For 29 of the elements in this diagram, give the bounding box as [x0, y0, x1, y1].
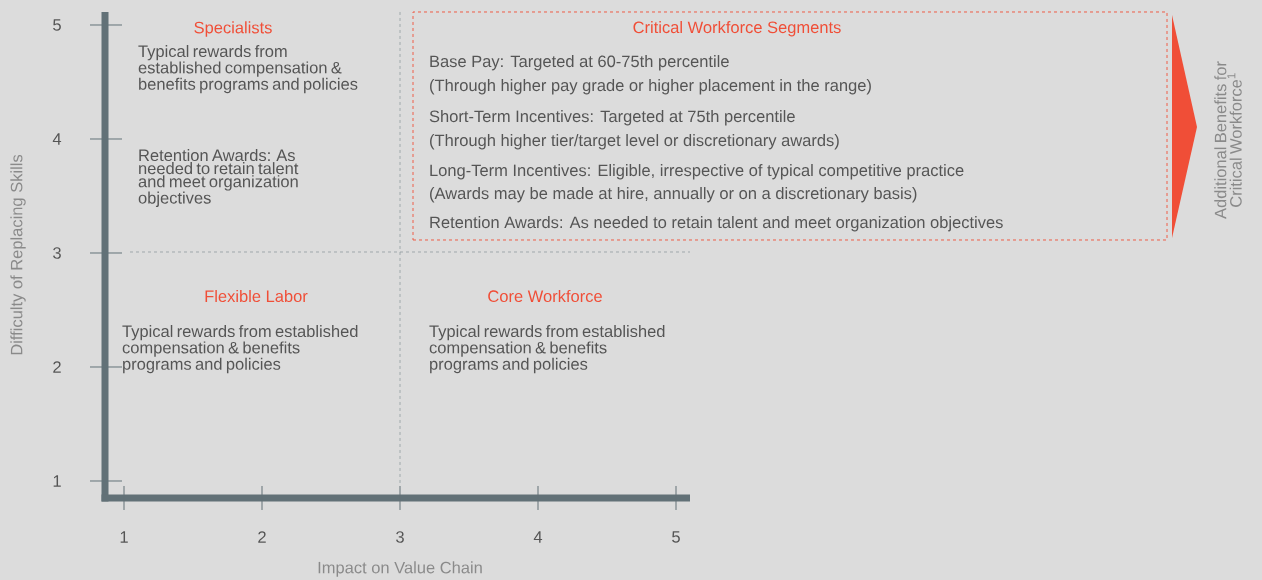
benefit-note: Additional Benefits for Critical Workforce$^{1}$ [1214, 61, 1242, 219]
tick-label: 5 [672, 531, 680, 543]
quadrant-text: Typical rewards from established compensation & benefits programs and policies [122, 325, 358, 374]
benefit-line: (Awards may be made at hire, annually or on a discretionary basis) [430, 187, 917, 203]
quadrant-heading: Core Workforce [488, 289, 602, 303]
benefit-line: Base Pay: Targeted at 60-75th percentile [430, 55, 729, 71]
benefit-line: Long-Term Incentives: Eligible, irrespective of typical competitive practice [430, 164, 964, 180]
tick-label: 5 [53, 19, 61, 31]
tick-label: 4 [52, 133, 62, 145]
quadrant-text: Typical rewards from established compensation & benefits programs and policies [138, 45, 358, 94]
benefit-line: (Through higher pay grade or higher placement in the range) [430, 79, 871, 95]
tick-label: 1 [120, 531, 128, 543]
tick-label: 2 [53, 361, 61, 373]
segment-heading: Critical Workforce Segments [633, 21, 841, 37]
quadrant-text: Retention Awards: As needed to retain talent and meet organization objectives [138, 149, 299, 207]
tick-label: 4 [533, 531, 543, 543]
dashed-box [412, 11, 1168, 241]
benefit-line: Short-Term Incentives: Targeted at 75th percentile [429, 110, 795, 126]
quadrant-text: Typical rewards from established compensation & benefits programs and policies [429, 325, 665, 374]
benefit-line: (Through higher tier/target level or discretionary awards) [430, 134, 839, 150]
axis-title: Difficulty of Replacing Skills [10, 154, 26, 355]
tick-label: 1 [53, 475, 61, 487]
quadrant-heading: Flexible Labor [205, 289, 308, 303]
axis-title: Impact on Value Chain [318, 561, 482, 577]
tick-label: 2 [258, 531, 266, 543]
tick-label: 3 [53, 247, 61, 259]
tick-label: 3 [396, 531, 404, 543]
quadrant-heading: Specialists [194, 21, 272, 37]
benefit-line: Retention Awards: As needed to retain talent and meet organization objectives [430, 216, 1003, 232]
